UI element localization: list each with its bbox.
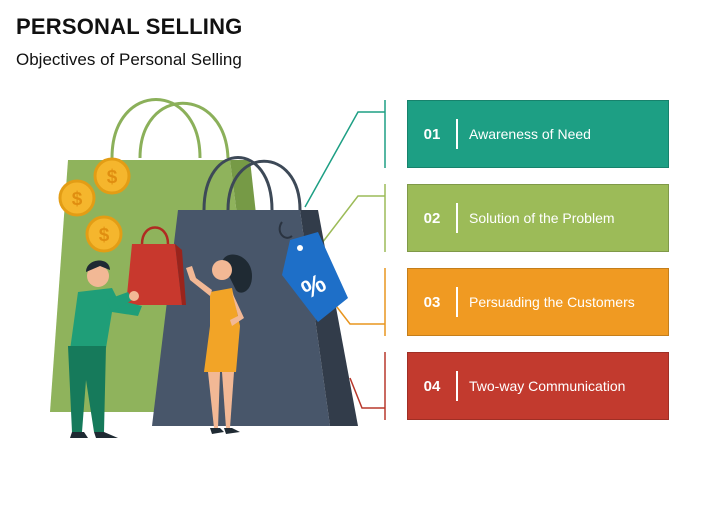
objective-number: 01: [423, 125, 441, 143]
coin-icon: $: [58, 179, 96, 217]
connector-04: [349, 377, 385, 409]
page-title: PERSONAL SELLING: [16, 14, 243, 39]
objective-label: Two-way Communication: [469, 378, 626, 394]
coin-icon: $: [93, 157, 131, 195]
page-subtitle: Objectives of Personal Selling: [16, 50, 242, 69]
objective-card: 02 Solution of the Problem: [407, 184, 669, 252]
connector-02: [321, 195, 385, 244]
objective-divider: [456, 203, 458, 233]
discount-tag-icon: %: [278, 221, 348, 322]
connector-01: [304, 111, 385, 208]
objective-card: 03 Persuading the Customers: [407, 268, 669, 336]
coin-icon: $: [85, 215, 123, 253]
objective-card: 01 Awareness of Need: [407, 100, 669, 168]
objective-card: 04 Two-way Communication: [407, 352, 669, 420]
svg-text:$: $: [107, 167, 118, 188]
objective-number: 03: [423, 293, 441, 311]
objective-label: Awareness of Need: [469, 126, 591, 142]
objective-number: 02: [423, 209, 441, 227]
salesman-figure: [68, 260, 142, 438]
objective-label: Solution of the Problem: [469, 210, 615, 226]
objective-label: Persuading the Customers: [469, 294, 635, 310]
dollar-coins: $ $ $: [58, 157, 131, 253]
objective-number: 04: [423, 377, 441, 395]
objective-divider: [456, 371, 458, 401]
red-shopping-bag: [126, 226, 186, 305]
customer-figure: [186, 254, 252, 434]
objective-divider: [456, 287, 458, 317]
svg-text:$: $: [72, 189, 83, 210]
objective-divider: [456, 119, 458, 149]
svg-text:$: $: [99, 225, 110, 246]
